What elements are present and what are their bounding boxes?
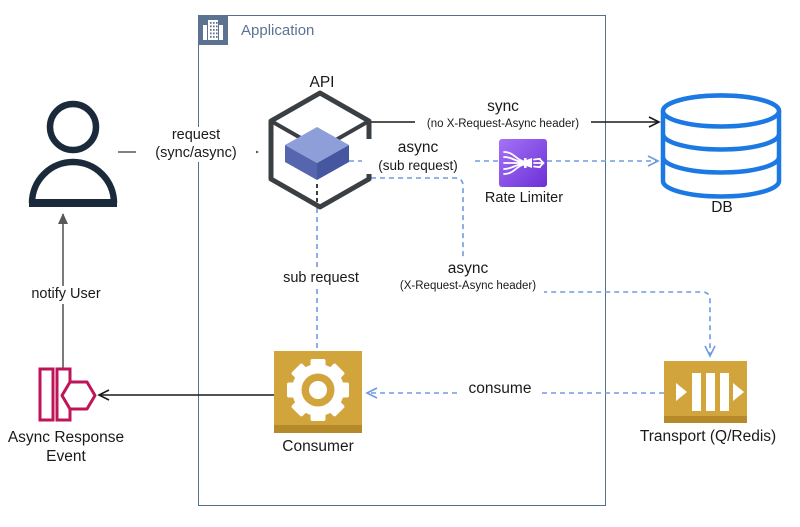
async-response-event-icon (36, 366, 100, 429)
api-cube-icon (264, 88, 376, 215)
edge-label-consume: consume (461, 380, 539, 399)
building-icon (198, 15, 228, 45)
db-label: DB (711, 199, 733, 216)
edge-label-sub-request: sub request (268, 270, 374, 288)
edge-label-sync: sync (no X-Request-Async header) (415, 98, 591, 131)
api-label: API (309, 74, 335, 91)
rate-limiter-icon (499, 139, 547, 192)
rate-limiter-label: Rate Limiter (484, 190, 564, 206)
edge-label-async-sub-request: async (sub request) (362, 139, 474, 175)
transport-queue-icon (664, 361, 749, 430)
consumer-label: Consumer (282, 438, 354, 455)
edge-label-async-header: async (X-Request-Async header) (392, 260, 544, 293)
db-cylinder-icon (658, 92, 784, 209)
edge-label-request: request (sync/async) (136, 127, 256, 163)
application-boundary-title: Application (241, 22, 315, 39)
consumer-gear-icon (274, 351, 364, 440)
user-icon (24, 96, 124, 217)
async-response-event-label: Async Response Event (7, 429, 125, 465)
transport-label: Transport (Q/Redis) (639, 428, 777, 445)
application-boundary: Application (198, 15, 606, 506)
edge-label-notify-user: notify User (22, 286, 110, 304)
